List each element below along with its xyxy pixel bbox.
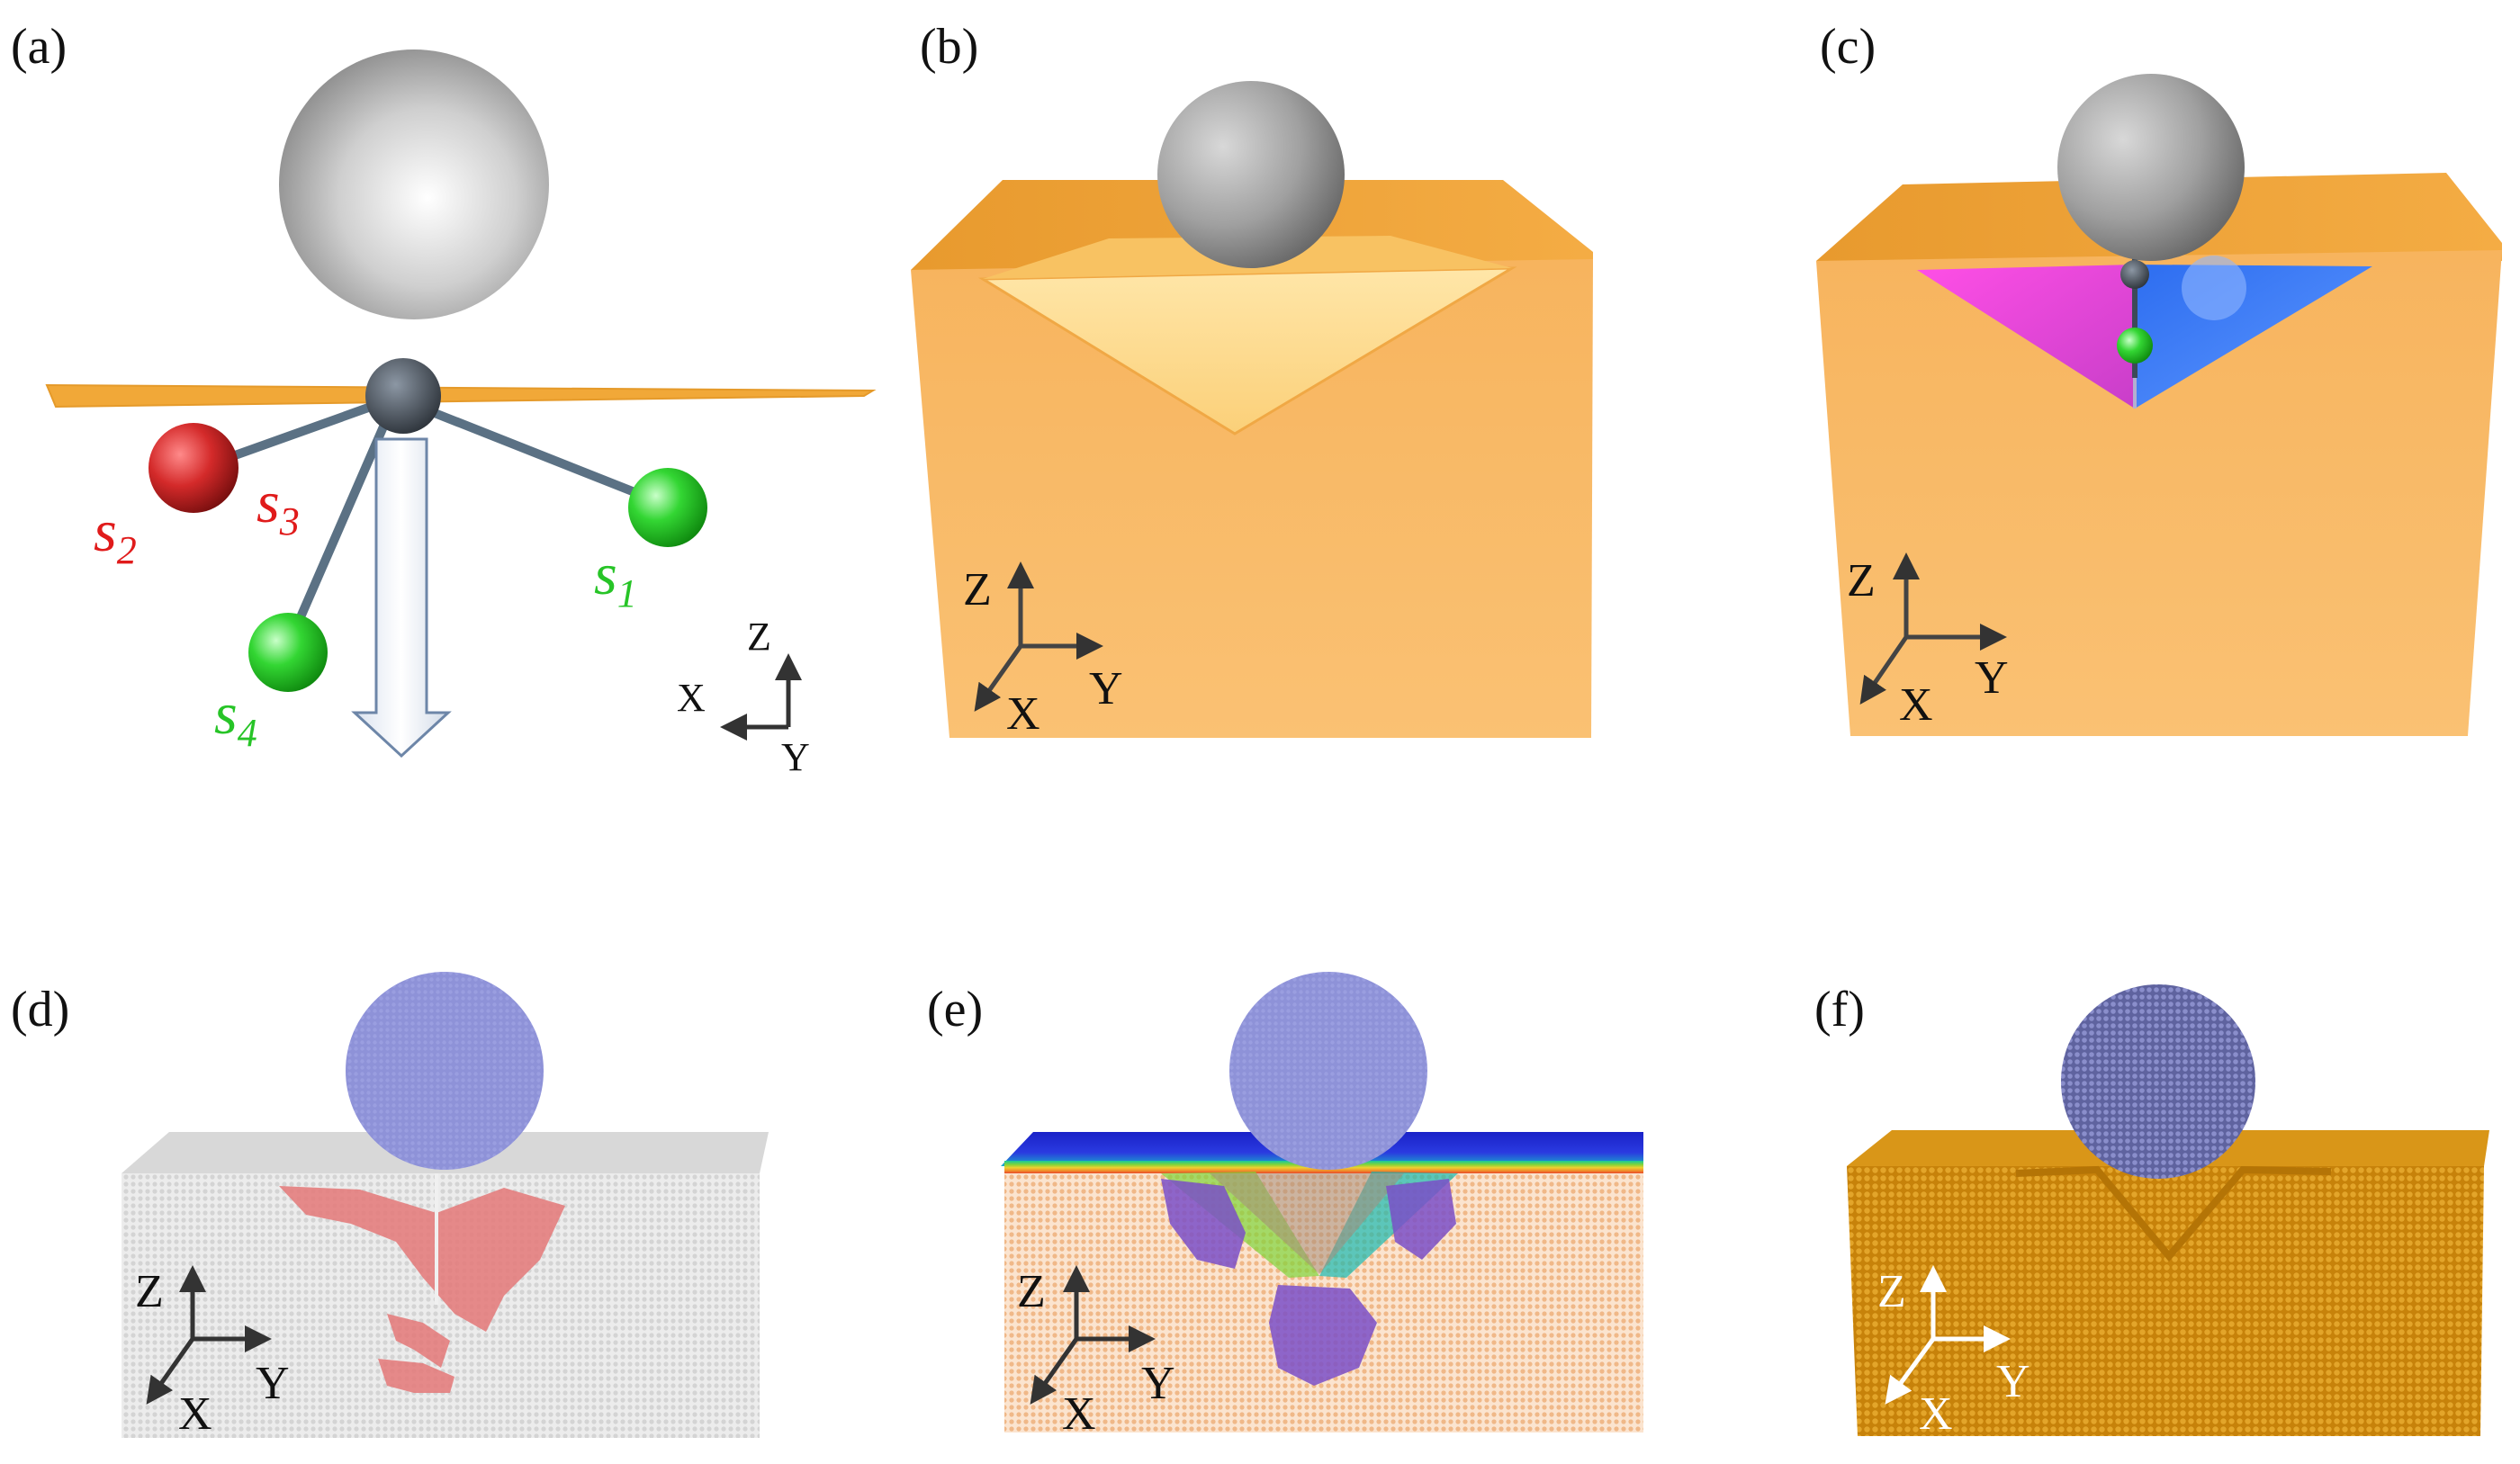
axes-d: Z Y X xyxy=(135,1265,290,1440)
indenter-f xyxy=(2061,984,2255,1179)
axis-a-x: X xyxy=(677,676,706,720)
axes-e: Z Y X xyxy=(1017,1265,1175,1440)
center-atom-c xyxy=(2120,260,2149,289)
axis-e-z: Z xyxy=(1017,1266,1046,1317)
axis-d-y: Y xyxy=(256,1358,290,1409)
site-s2-label: s2 xyxy=(94,498,137,572)
axis-e-x: X xyxy=(1062,1388,1096,1440)
indenter-e xyxy=(1229,972,1427,1170)
axis-c-y: Y xyxy=(1975,652,2009,704)
site-s4-label: s4 xyxy=(214,681,257,755)
panel-c: (c) Z Y X xyxy=(1816,19,2502,736)
panel-e-label: (e) xyxy=(927,982,983,1037)
surface-plane xyxy=(45,383,877,409)
site-s1-atom xyxy=(628,468,707,547)
block-b-front xyxy=(911,259,1593,738)
axis-a-z: Z xyxy=(747,615,771,659)
indent-outline-f xyxy=(2015,1165,2332,1262)
panel-f: (f) Z Y X xyxy=(1814,982,2489,1440)
axes-c: Z Y X xyxy=(1847,552,2009,731)
axis-a-y: Y xyxy=(781,735,810,779)
dislocation-d xyxy=(279,1186,565,1393)
panel-b: (b) Z Y X xyxy=(911,19,1593,740)
axis-c-z: Z xyxy=(1847,555,1876,606)
site-s3-label: s3 xyxy=(256,470,300,543)
panel-c-label: (c) xyxy=(1820,19,1876,75)
panel-d-label: (d) xyxy=(11,982,69,1037)
panel-a-label: (a) xyxy=(11,19,67,75)
load-arrow xyxy=(351,437,452,759)
indenter-d xyxy=(346,972,544,1170)
axis-c-x: X xyxy=(1899,679,1933,731)
center-atom xyxy=(365,358,441,434)
axes-b: Z Y X xyxy=(963,561,1123,740)
panel-b-label: (b) xyxy=(920,19,978,75)
axis-b-x: X xyxy=(1006,688,1040,740)
site-s2-atom xyxy=(148,423,238,513)
axis-b-z: Z xyxy=(963,564,992,615)
site-atom-c xyxy=(2117,328,2153,364)
axis-d-z: Z xyxy=(135,1266,164,1317)
indenter-b xyxy=(1157,81,1345,268)
panel-d: (d) Z Y X xyxy=(11,972,769,1440)
axis-f-z: Z xyxy=(1877,1266,1906,1317)
slip-core-e xyxy=(1210,1173,1404,1274)
axis-e-y: Y xyxy=(1141,1358,1175,1409)
panel-e: (e) Z Y X xyxy=(927,972,1643,1440)
site-s1-label: s1 xyxy=(594,542,637,615)
axis-f-y: Y xyxy=(1996,1356,2030,1407)
axes-a: Z X Y xyxy=(677,615,810,779)
indenter-c xyxy=(2057,74,2245,261)
axes-f: Z Y X xyxy=(1877,1265,2030,1440)
slip-plane-magenta xyxy=(1917,265,2135,409)
indenter-sphere xyxy=(279,49,549,319)
slip-highlight xyxy=(2182,256,2246,320)
panel-f-label: (f) xyxy=(1814,982,1865,1037)
axis-d-x: X xyxy=(178,1388,212,1440)
site-s4-atom xyxy=(248,613,328,692)
block-c-front xyxy=(1816,250,2502,736)
dislocation-e xyxy=(1161,1179,1456,1386)
block-f-front xyxy=(1847,1166,2484,1436)
panel-a: (a) s2 s3 s1 s4 Z X Y xyxy=(11,19,877,779)
axis-b-y: Y xyxy=(1089,663,1123,714)
axis-f-x: X xyxy=(1919,1388,1953,1440)
